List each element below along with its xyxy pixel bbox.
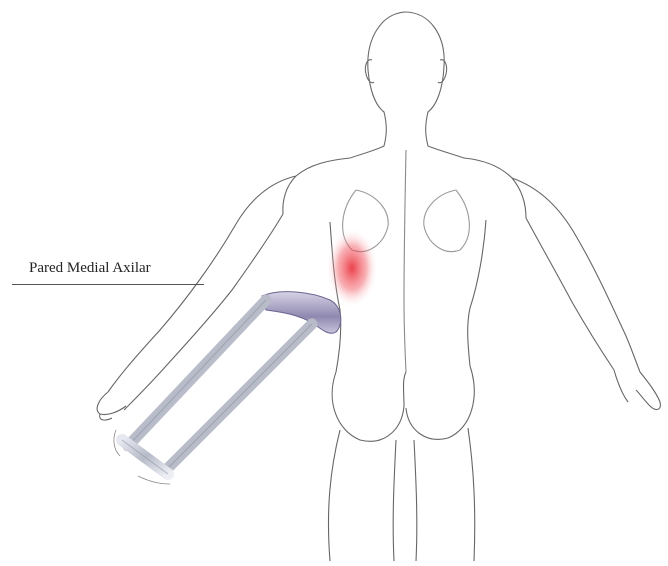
annotation-label: Pared Medial Axilar <box>29 260 151 277</box>
highlight-region <box>326 228 378 308</box>
annotation-leader-line <box>12 284 204 285</box>
pulley-device <box>114 292 341 484</box>
right-arm-sketch <box>512 178 660 409</box>
head-sketch <box>350 12 464 158</box>
torso-sketch <box>283 150 526 561</box>
